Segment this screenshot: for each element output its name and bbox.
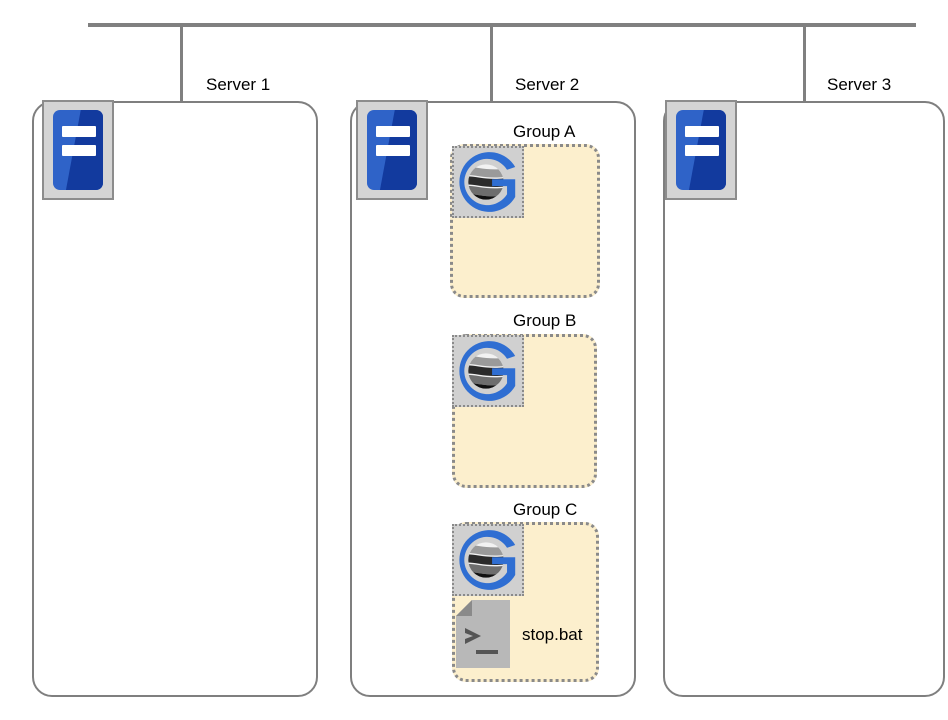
group-label-group-c: Group C — [513, 500, 578, 519]
server-icon-bar — [685, 145, 719, 156]
batch-file-item[interactable]: stop.bat — [456, 600, 583, 668]
server-icon — [665, 100, 737, 200]
globe-g-logo-icon — [452, 146, 524, 218]
batch-file-icon — [456, 600, 510, 668]
server-icon-bar — [376, 126, 410, 137]
server-icon-body — [676, 110, 726, 190]
globe-g-logo-icon — [452, 524, 524, 596]
server-drop-line — [180, 23, 183, 101]
server-icon — [356, 100, 428, 200]
server-label-server-3: Server 3 — [827, 75, 892, 94]
server-label-server-1: Server 1 — [206, 75, 271, 94]
server-drop-line — [803, 23, 806, 101]
server-icon-bar — [62, 126, 96, 137]
group-label-group-a: Group A — [513, 122, 576, 141]
server-container-server-1[interactable] — [32, 101, 318, 697]
server-icon-bar — [62, 145, 96, 156]
server-drop-line — [490, 23, 493, 101]
globe-g-logo-icon — [452, 335, 524, 407]
server-label-server-2: Server 2 — [515, 75, 580, 94]
server-container-server-3[interactable] — [663, 101, 945, 697]
server-icon-bar — [376, 145, 410, 156]
server-icon-body — [367, 110, 417, 190]
server-icon-bar — [685, 126, 719, 137]
batch-file-label: stop.bat — [522, 624, 583, 644]
server-icon-body — [53, 110, 103, 190]
server-icon — [42, 100, 114, 200]
backbone-bus-line — [88, 23, 916, 27]
group-label-group-b: Group B — [513, 311, 577, 330]
